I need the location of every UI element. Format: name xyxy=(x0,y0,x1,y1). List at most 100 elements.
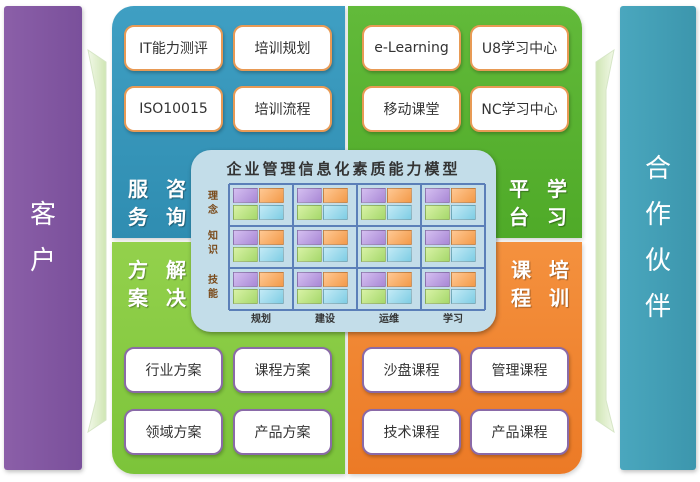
customer-char-2: 户 xyxy=(29,246,56,276)
partner-bar: 合 作 伙 伴 xyxy=(620,6,696,470)
model-cube xyxy=(361,230,386,245)
nc-learning-center-pill[interactable]: NC学习中心 xyxy=(470,86,569,132)
model-cube xyxy=(323,247,348,262)
col-label-planning: 规划 xyxy=(251,314,271,325)
model-cube xyxy=(297,188,322,203)
model-cube xyxy=(361,272,386,287)
row-label-knowledge: 知 识 xyxy=(205,230,221,258)
course-solution-pill[interactable]: 课程方案 xyxy=(233,347,332,393)
management-course-pill[interactable]: 管理课程 xyxy=(470,347,569,393)
model-cell xyxy=(297,272,353,306)
partner-char-3: 伙 xyxy=(644,246,671,276)
model-cube xyxy=(297,230,322,245)
row-char: 知 xyxy=(208,231,218,242)
model-cube xyxy=(297,205,322,220)
model-cube xyxy=(425,247,450,262)
u8-learning-center-pill[interactable]: U8学习中心 xyxy=(470,25,569,71)
model-cube xyxy=(425,188,450,203)
model-cube xyxy=(451,289,476,304)
model-cube xyxy=(233,188,258,203)
model-cube xyxy=(259,230,284,245)
model-cube xyxy=(259,188,284,203)
training-planning-pill[interactable]: 培训规划 xyxy=(233,25,332,71)
label-char: 询 xyxy=(166,205,186,229)
label-char: 咨 xyxy=(166,177,186,201)
label-char: 服 xyxy=(128,177,148,201)
label-char: 台 xyxy=(509,205,529,229)
label-char: 解 xyxy=(166,258,186,282)
iso10015-pill[interactable]: ISO10015 xyxy=(124,86,223,132)
model-cube xyxy=(297,247,322,262)
model-cube xyxy=(233,272,258,287)
customer-bar: 客 户 xyxy=(4,6,82,470)
label-char: 方 xyxy=(128,258,148,282)
model-cube xyxy=(259,205,284,220)
label-char: 案 xyxy=(128,286,148,310)
learning-platform-label: 平学 台习 xyxy=(505,175,571,231)
solution-label: 方解 案决 xyxy=(124,256,190,312)
partner-char-1: 合 xyxy=(644,154,671,184)
left-arrow xyxy=(87,48,107,434)
model-cube xyxy=(323,188,348,203)
col-label-building: 建设 xyxy=(315,314,335,325)
label-char: 培 xyxy=(549,258,569,282)
sandbox-course-pill[interactable]: 沙盘课程 xyxy=(362,347,461,393)
model-cube xyxy=(323,205,348,220)
model-cube xyxy=(425,289,450,304)
row-char: 能 xyxy=(208,289,218,300)
mobile-classroom-pill[interactable]: 移动课堂 xyxy=(362,86,461,132)
model-cube xyxy=(297,272,322,287)
model-cube xyxy=(451,205,476,220)
model-cell xyxy=(425,272,481,306)
technical-course-pill[interactable]: 技术课程 xyxy=(362,409,461,455)
model-grid xyxy=(228,183,486,311)
model-cube xyxy=(323,289,348,304)
model-cell xyxy=(425,188,481,222)
model-cell xyxy=(425,230,481,264)
model-cube xyxy=(387,188,412,203)
model-cube xyxy=(323,230,348,245)
model-cube xyxy=(297,289,322,304)
model-cell xyxy=(361,230,417,264)
model-cube xyxy=(323,272,348,287)
model-cube xyxy=(451,247,476,262)
model-cube xyxy=(361,247,386,262)
model-cube xyxy=(259,247,284,262)
model-cube xyxy=(387,230,412,245)
model-cube xyxy=(425,272,450,287)
label-char: 程 xyxy=(511,286,531,310)
product-course-pill[interactable]: 产品课程 xyxy=(470,409,569,455)
model-cube xyxy=(233,247,258,262)
row-char: 技 xyxy=(208,275,218,286)
right-arrow xyxy=(595,48,615,434)
product-solution-pill[interactable]: 产品方案 xyxy=(233,409,332,455)
it-assessment-pill[interactable]: IT能力测评 xyxy=(124,25,223,71)
model-cube xyxy=(233,289,258,304)
model-cube xyxy=(451,188,476,203)
col-label-learning: 学习 xyxy=(443,314,463,325)
domain-solution-pill[interactable]: 领域方案 xyxy=(124,409,223,455)
model-cube xyxy=(259,272,284,287)
model-cell xyxy=(233,272,289,306)
label-char: 务 xyxy=(128,205,148,229)
label-char: 平 xyxy=(509,177,529,201)
customer-char-1: 客 xyxy=(29,200,56,230)
row-label-skill: 技 能 xyxy=(205,274,221,302)
label-char: 学 xyxy=(547,177,567,201)
model-cell xyxy=(297,230,353,264)
model-cube xyxy=(451,272,476,287)
model-cube xyxy=(233,230,258,245)
col-label-operation: 运维 xyxy=(379,314,399,325)
row-char: 识 xyxy=(208,245,218,256)
model-cube xyxy=(361,188,386,203)
model-cube xyxy=(387,289,412,304)
training-process-pill[interactable]: 培训流程 xyxy=(233,86,332,132)
model-cell xyxy=(297,188,353,222)
row-char: 念 xyxy=(208,205,218,216)
partner-char-2: 作 xyxy=(644,200,671,230)
model-cube xyxy=(233,205,258,220)
industry-solution-pill[interactable]: 行业方案 xyxy=(124,347,223,393)
model-cell xyxy=(233,188,289,222)
label-char: 训 xyxy=(549,286,569,310)
elearning-pill[interactable]: e-Learning xyxy=(362,25,461,71)
